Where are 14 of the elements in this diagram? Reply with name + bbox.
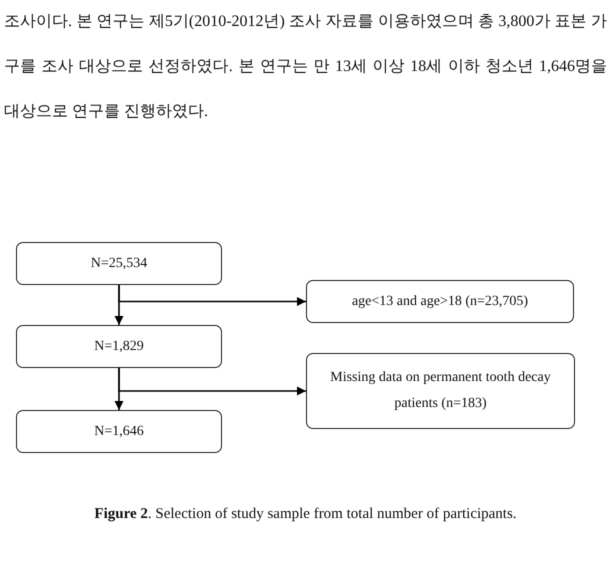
body-paragraph: 조사이다. 본 연구는 제5기(2010-2012년) 조사 자료를 이용하였으며 총 3,800가 표본 가구를 조사 대상으로 선정하였다. 본 연구는 만 13세 이상 18세 이하 청소년 1,646명을 대상으로 연구를 진행하였다. [4,12,607,122]
count-label: N=25,534 [90,254,148,272]
arrow [118,368,306,396]
count-label: N=1,646 [94,422,144,440]
figure-caption: Figure 2. Selection of study sample from total number of participants. [93,506,518,523]
process-box [306,353,575,429]
process-box [16,410,222,453]
arrow [118,285,306,306]
process-box [16,242,222,285]
process-box [16,325,222,368]
process-box [306,280,574,323]
count-label: N=1,829 [94,338,144,356]
count-label: Missing data on permanent tooth decay patients (n=183) [329,369,552,413]
count-label: age<13 and age>18 (n=23,705) [352,292,528,310]
